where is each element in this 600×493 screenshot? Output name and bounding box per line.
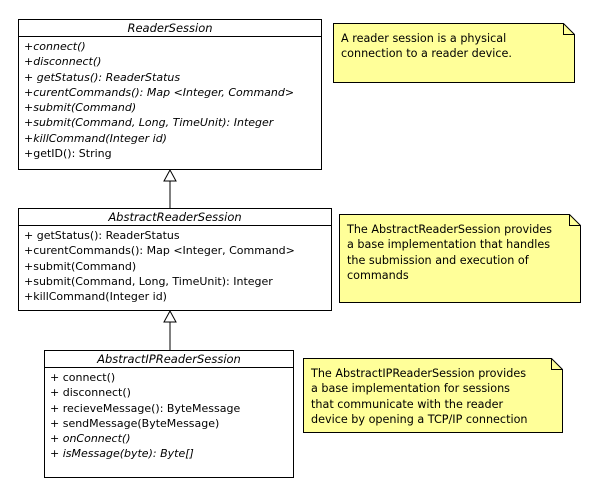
note-abstract-ip-reader-session[interactable]: The AbstractIPReaderSession provides a b… xyxy=(303,358,563,433)
class-abstract-ip-reader-session[interactable]: AbstractIPReaderSession + connect() + dis… xyxy=(44,350,294,478)
note-line: device by opening a TCP/IP connection xyxy=(311,413,528,427)
operation: +killCommand(Integer id) xyxy=(24,290,167,304)
operation: + recieveMessage(): ByteMessage xyxy=(50,401,241,415)
operation: +submit(Command) xyxy=(24,101,137,115)
note-line: connection to a reader device. xyxy=(341,47,512,61)
operation: +submit(Command) xyxy=(24,259,137,273)
note-line: A reader session is a physical xyxy=(341,32,507,45)
note-line: The AbstractIPReaderSession provides xyxy=(311,367,527,380)
operation: +submit(Command, Long, TimeUnit): Intege… xyxy=(24,116,274,130)
note-shape xyxy=(303,358,563,433)
note-line: that communicate with the reader xyxy=(311,397,504,411)
class-name: AbstractIPReaderSession xyxy=(45,351,293,368)
note-text: The AbstractReaderSession provides a bas… xyxy=(347,222,571,284)
operation: + disconnect() xyxy=(50,386,131,400)
note-reader-session[interactable]: A reader session is a physical connectio… xyxy=(333,23,575,83)
operation: +connect() xyxy=(24,40,86,53)
operations-compartment: +connect() +disconnect()+ getStatus(): Re… xyxy=(19,37,321,161)
note-line: The AbstractReaderSession provides xyxy=(347,223,553,236)
note-shape xyxy=(339,214,581,303)
note-line: the submission and execution of xyxy=(347,253,529,267)
class-abstract-reader-session[interactable]: AbstractReaderSession + getStatus(): Rea… xyxy=(18,208,332,311)
operation: + sendMessage(ByteMessage) xyxy=(50,416,220,430)
class-name: ReaderSession xyxy=(19,20,321,37)
operation: +getID(): String xyxy=(24,147,112,161)
operation: + isMessage(byte): Byte[] xyxy=(50,447,194,461)
operation: +disconnect() xyxy=(24,55,102,69)
class-name: AbstractReaderSession xyxy=(19,209,331,226)
operation: + onConnect() xyxy=(50,432,131,446)
class-reader-session[interactable]: ReaderSession +connect() +disconnect()+ g… xyxy=(18,19,322,170)
note-text: The AbstractIPReaderSession provides a b… xyxy=(311,366,553,428)
operation: + getStatus(): ReaderStatus xyxy=(24,229,180,242)
note-line: a base implementation that handles xyxy=(347,238,551,252)
operation: + getStatus(): ReaderStatus xyxy=(24,70,181,84)
operations-compartment: + connect() + disconnect()+ recieveMessag… xyxy=(45,368,293,462)
operation: +curentCommands(): Map <Integer, Command… xyxy=(24,85,295,99)
note-text: A reader session is a physical connectio… xyxy=(341,31,565,62)
operation: +curentCommands(): Map <Integer, Command… xyxy=(24,244,295,258)
note-shape xyxy=(333,23,575,83)
generalization-arrowhead-rs xyxy=(163,168,177,182)
note-abstract-reader-session[interactable]: The AbstractReaderSession provides a bas… xyxy=(339,214,581,303)
operation: +submit(Command, Long, TimeUnit): Intege… xyxy=(24,274,273,288)
note-line: commands xyxy=(347,269,409,283)
operation: +killCommand(Integer id) xyxy=(24,131,167,145)
operation: + connect() xyxy=(50,371,116,384)
operations-compartment: + getStatus(): ReaderStatus +curentComman… xyxy=(19,226,331,304)
generalization-arrowhead-ars xyxy=(163,309,177,323)
note-line: a base implementation for sessions xyxy=(311,382,511,396)
